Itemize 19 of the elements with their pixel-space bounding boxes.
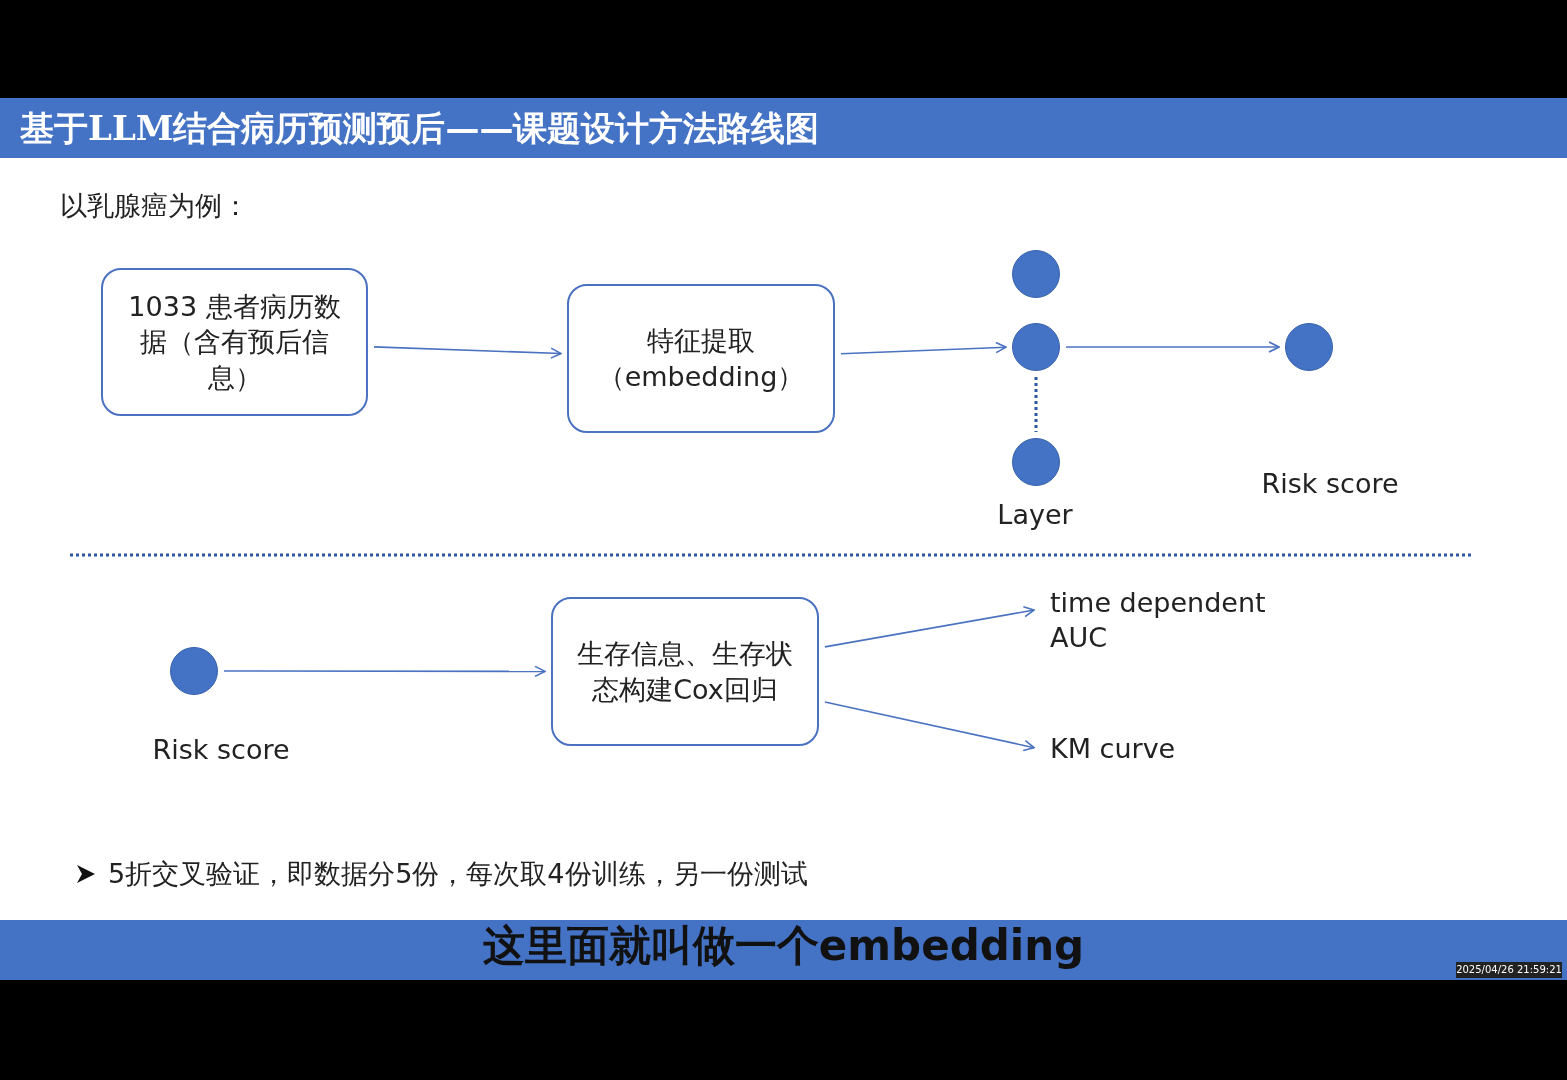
dotted-line [1034,377,1038,432]
arrow [824,701,1035,752]
arrow [373,346,562,359]
timestamp: 2025/04/26 21:59:21 [1456,962,1562,978]
intro-text: 以乳腺癌为例： [60,189,249,223]
result-text: time dependent AUC [1040,585,1270,659]
data-box: 1033 患者病历数据（含有预后信息） [101,268,368,416]
node-caption: Risk score [151,733,291,767]
process-box: 特征提取（embedding） [567,284,835,433]
process-box: 生存信息、生存状态构建Cox回归 [551,597,819,746]
arrow [840,341,1007,355]
result-text: KM curve [1040,731,1220,767]
arrow [223,665,546,678]
arrow [1065,341,1280,353]
bullet-text: 5折交叉验证，即数据分5份，每次取4份训练，另一份测试 [108,857,808,891]
node-caption: Layer [996,498,1074,532]
title: 基于LLM结合病历预测预后——课题设计方法路线图 [20,107,820,150]
node-caption: Risk score [1260,467,1400,501]
arrow [824,606,1035,648]
